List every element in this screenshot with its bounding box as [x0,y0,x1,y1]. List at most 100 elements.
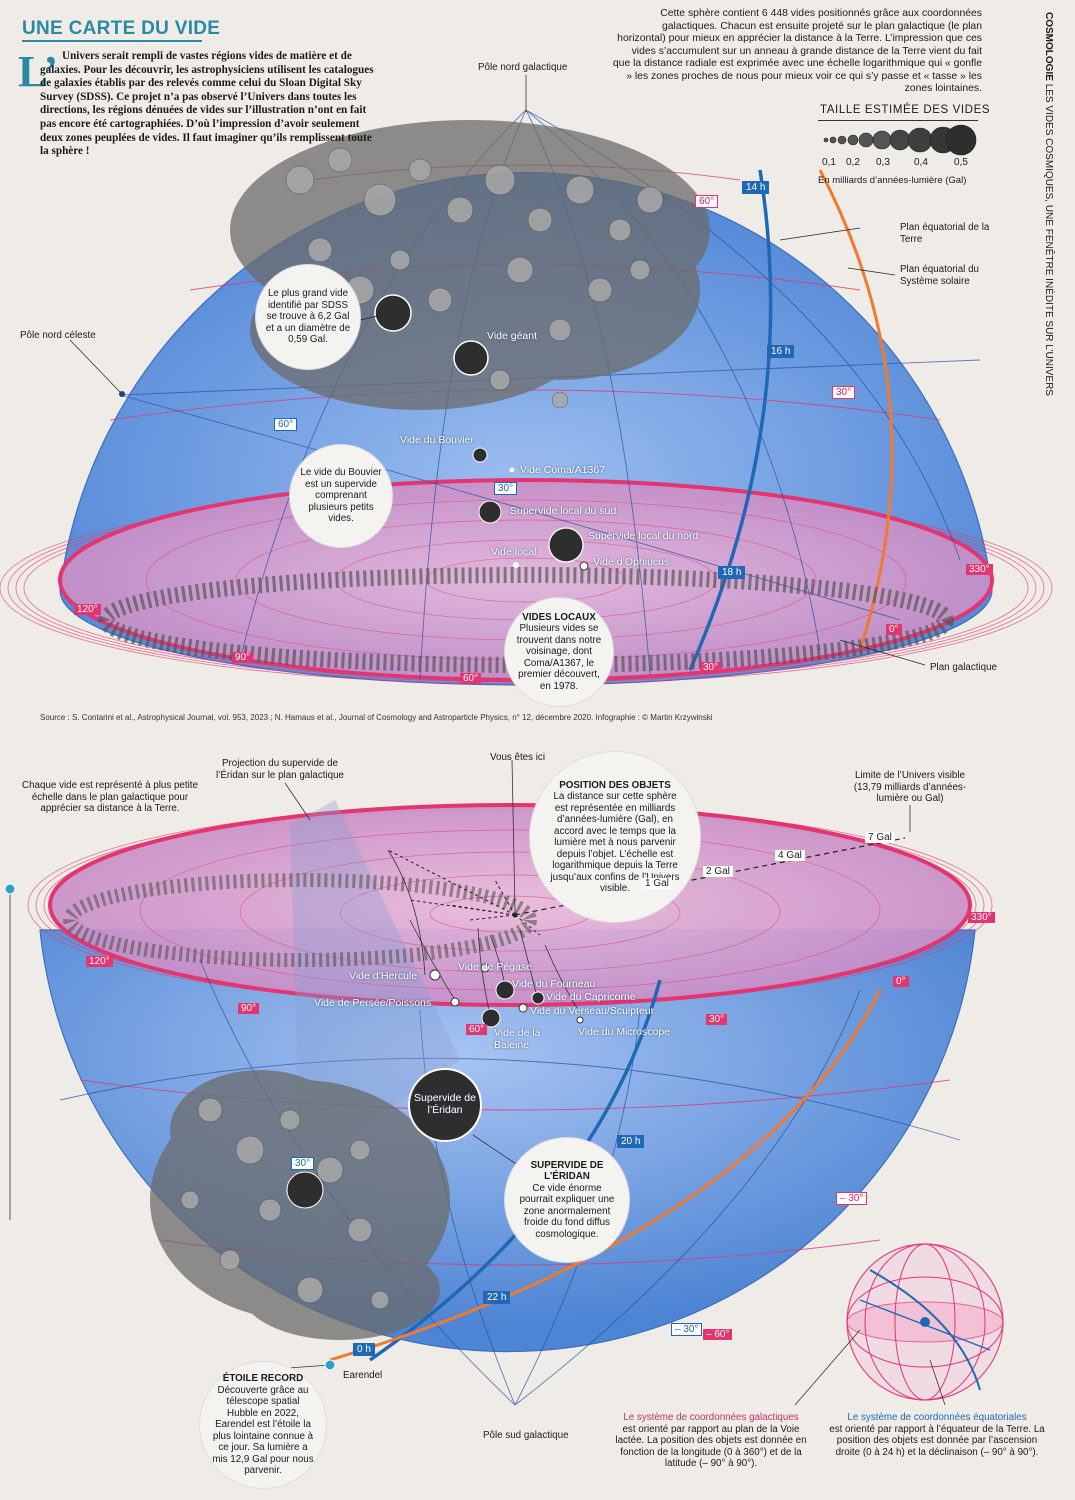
bubble-local-voids: VIDES LOCAUX Plusieurs vides se trouvent… [505,598,613,706]
plane-bottom-330: 330° [968,912,995,923]
plane-top-30: 30° [700,662,722,673]
distance-7gal: 7 Gal [865,832,895,843]
void-persee [450,997,460,1007]
decl-top-30b: 30° [494,482,518,495]
galactic-system-title: Le système de coordonnées galactiques [623,1412,799,1423]
bubble-position-text: La distance sur cette sphère est représe… [550,791,680,894]
bubble-bouvier: Le vide du Bouvier est un supervide comp… [290,445,392,547]
bubble-eridan-title: SUPERVIDE DE L’ÉRIDAN [530,1159,604,1183]
label-north-celestial-pole: Pôle nord céleste [20,330,96,341]
label-void-persee: Vide de Persée/Poissons [314,997,432,1009]
label-earth-equator: Plan équatorial de la Terre [900,222,990,245]
label-north-galactic-pole: Pôle nord galactique [478,62,568,73]
plane-top-330: 330° [966,564,993,575]
bubble-largest-void: Le plus grand vide identifié par SDSS se… [256,265,360,369]
section-sidebar: COSMOLOGIE LES VIDES COSMIQUES, UNE FENÊ… [1040,12,1056,412]
label-scale-note: Chaque vide est représenté à plus petite… [22,780,198,814]
label-galactic-plane: Plan galactique [930,662,997,673]
decl-top-60b: 60° [274,418,298,431]
label-void-local: Vide local [491,546,537,558]
decl-bottom-m30: – 30° [836,1192,868,1205]
label-earendel: Earendel [343,1370,383,1381]
bubble-earendel-text: Découverte grâce au télescope spatial Hu… [212,1384,314,1477]
label-void-hercule: Vide d’Hercule [349,970,418,982]
plane-bottom-30: 30° [706,1014,728,1025]
distance-4gal: 4 Gal [775,850,805,861]
sphere-description: Cette sphère contient 6 448 vides positi… [612,8,982,94]
distance-2gal: 2 Gal [703,866,733,877]
size-tick-2: 0,2 [846,157,860,168]
size-tick-4: 0,4 [914,157,928,168]
hour-14: 14 h [742,181,770,194]
section-subtitle: LES VIDES COSMIQUES, UNE FENÊTRE INÉDITE… [1043,83,1054,396]
decl-top-60: 60° [695,195,719,208]
label-void-sud: Supervide local du sud [510,505,617,517]
size-legend-unit: En milliards d’années-lumière (Gal) [818,175,967,186]
hour-16: 16 h [767,345,795,358]
label-void-pegase: Vide de Pégase [458,961,532,973]
decl-bottom-30: 30° [291,1157,315,1170]
void-ophiucus [579,561,589,571]
galactic-system-text: est orienté par rapport au plan de la Vo… [615,1423,807,1470]
solar-equator-line-bottom [329,989,882,1362]
bubble-earendel-title: ÉTOILE RECORD [222,1373,304,1385]
bubble-position-title: POSITION DES OBJETS [559,779,671,791]
solar-equator-line-top [818,169,894,651]
decl-top-30: 30° [832,386,856,399]
hour-0: 0 h [353,1343,375,1356]
page-title: UNE CARTE DU VIDE [22,18,221,39]
source-credit: Source : S. Contarini et al., Astrophysi… [40,713,713,722]
label-void-bouvier: Vide du Bouvier [400,434,474,446]
bubble-local-text: Plusieurs vides se trouvent dans notre v… [516,623,602,692]
void-microscope [576,1016,584,1024]
bubble-local-title: VIDES LOCAUX [522,611,596,623]
void-verseau [518,1003,528,1013]
plane-top-120: 120° [74,604,101,615]
void-largest [374,294,412,332]
size-tick-5: 0,5 [954,157,968,168]
plane-bottom-60: 60° [466,1024,488,1035]
size-legend-circles [823,124,977,156]
distance-1gal: 1 Gal [642,878,672,889]
label-void-fourneau: Vide du Fourneau [512,978,596,990]
void-capricorne [531,991,545,1005]
bubble-bouvier-text: Le vide du Bouvier est un supervide comp… [300,467,382,525]
equatorial-system-note: Le système de coordonnées équatoriales e… [828,1412,1046,1458]
void-bouvier [472,447,488,463]
void-local [513,562,519,568]
void-giant [453,340,489,376]
label-eridan-projection: Projection du supervide de l’Éridan sur … [216,758,344,781]
label-void-eridan: Supervide de l’Éridan [414,1092,476,1116]
hour-20: 20 h [617,1135,645,1148]
label-void-coma: Vide Coma/A1367 [520,464,606,476]
void-pegase [480,963,490,973]
label-void-ophiucus: Vide d’Ophiucus [593,556,670,568]
equatorial-system-text: est orienté par rapport à l’équateur de … [829,1423,1045,1458]
hour-18: 18 h [718,566,746,579]
plane-bottom-120: 120° [86,956,113,967]
void-eridan [408,1068,482,1142]
intro-body: Univers serait rempli de vastes régions … [40,50,374,158]
bubble-largest-void-text: Le plus grand vide identifié par SDSS se… [265,288,351,346]
label-void-baleine: Vide de la Baleine [494,1027,541,1051]
label-void-nord: Supervide local du nord [588,530,699,542]
label-south-galactic-pole: Pôle sud galactique [483,1430,569,1441]
earth-equator-line-top [688,169,773,671]
label-void-verseau: Vide du Verseau/Sculpteur [530,1005,655,1017]
void-hercule [429,969,441,981]
label-solar-equator: Plan équatorial du Système solaire [900,264,979,287]
intro-dropcap: L’ [18,47,58,96]
plane-bottom-90: 90° [238,1003,260,1014]
label-void-capricorne: Vide du Capricorne [546,991,636,1003]
void-coma [509,467,515,473]
bottom-hemisphere [4,759,993,1406]
label-visible-universe-limit: Limite de l’Univers visible (13,79 milli… [853,770,967,804]
size-tick-1: 0,1 [822,157,836,168]
bubble-eridan-text: Ce vide énorme pourrait expliquer une zo… [519,1182,615,1240]
galactic-system-note: Le système de coordonnées galactiques es… [612,1412,810,1470]
plane-bottom-0: 0° [893,976,909,987]
bubble-earendel: ÉTOILE RECORD Découverte grâce au télesc… [200,1362,326,1488]
coordinate-inset-sphere [794,1243,1004,1406]
size-legend-title: TAILLE ESTIMÉE DES VIDES [820,104,991,116]
